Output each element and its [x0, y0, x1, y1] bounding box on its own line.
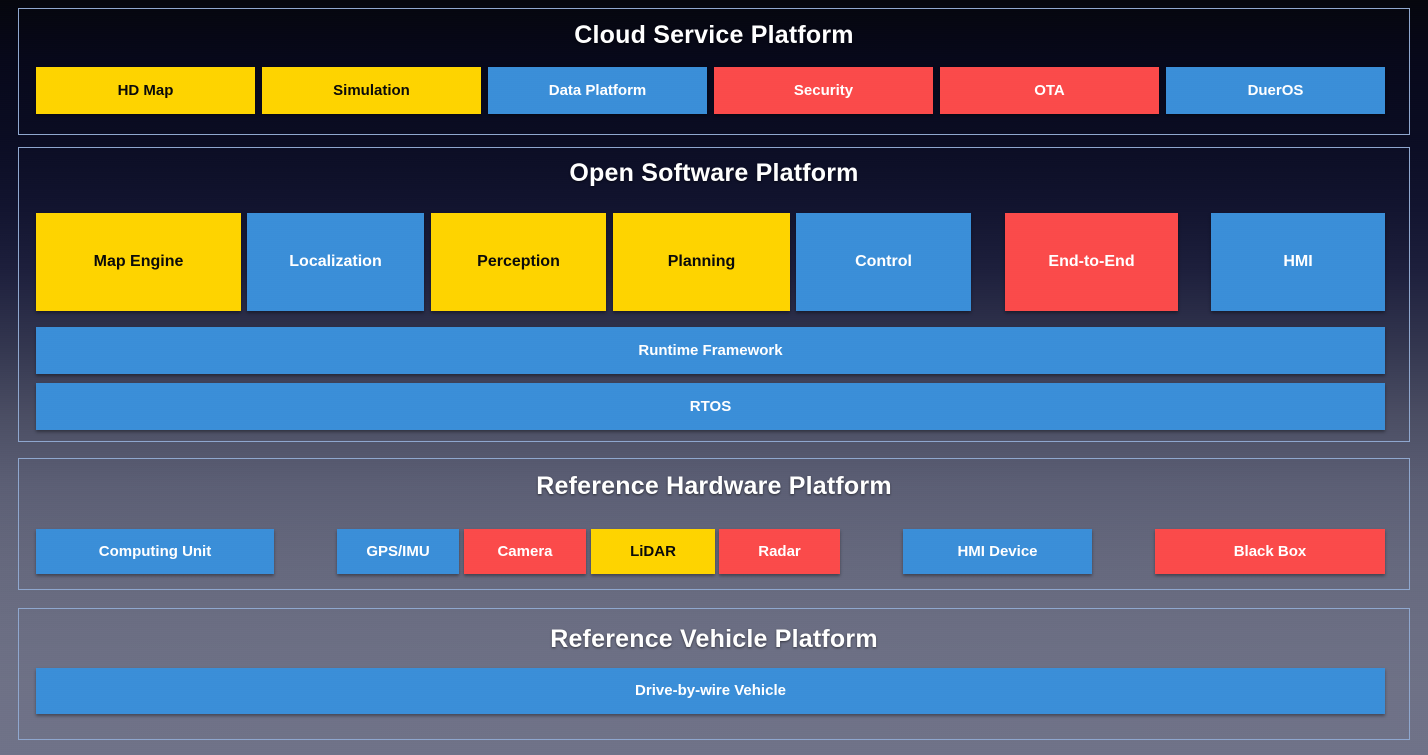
block-hd-map[interactable]: HD Map [36, 67, 255, 114]
title-open-software-platform: Open Software Platform [569, 159, 859, 187]
block-control[interactable]: Control [796, 213, 971, 311]
bar-rtos[interactable]: RTOS [36, 383, 1385, 430]
panel-reference-hardware-platform [18, 458, 1410, 590]
block-planning[interactable]: Planning [613, 213, 790, 311]
panel-open-software-platform [18, 147, 1410, 442]
block-map-engine[interactable]: Map Engine [36, 213, 241, 311]
block-data-platform[interactable]: Data Platform [488, 67, 707, 114]
panel-reference-vehicle-platform [18, 608, 1410, 740]
title-cloud-service-platform: Cloud Service Platform [574, 21, 854, 49]
bar-runtime-framework[interactable]: Runtime Framework [36, 327, 1385, 374]
block-dueros[interactable]: DuerOS [1166, 67, 1385, 114]
block-simulation[interactable]: Simulation [262, 67, 481, 114]
block-hmi[interactable]: HMI [1211, 213, 1385, 311]
block-radar[interactable]: Radar [719, 529, 840, 574]
block-hmi-device[interactable]: HMI Device [903, 529, 1092, 574]
title-reference-vehicle-platform: Reference Vehicle Platform [550, 625, 878, 653]
block-localization[interactable]: Localization [247, 213, 424, 311]
title-reference-hardware-platform: Reference Hardware Platform [536, 472, 892, 500]
block-end-to-end[interactable]: End-to-End [1005, 213, 1178, 311]
block-computing-unit[interactable]: Computing Unit [36, 529, 274, 574]
panel-cloud-service-platform [18, 8, 1410, 135]
block-drive-by-wire-vehicle[interactable]: Drive-by-wire Vehicle [36, 668, 1385, 714]
block-lidar[interactable]: LiDAR [591, 529, 715, 574]
block-perception[interactable]: Perception [431, 213, 606, 311]
block-ota[interactable]: OTA [940, 67, 1159, 114]
block-gps-imu[interactable]: GPS/IMU [337, 529, 459, 574]
block-security[interactable]: Security [714, 67, 933, 114]
block-camera[interactable]: Camera [464, 529, 586, 574]
block-black-box[interactable]: Black Box [1155, 529, 1385, 574]
